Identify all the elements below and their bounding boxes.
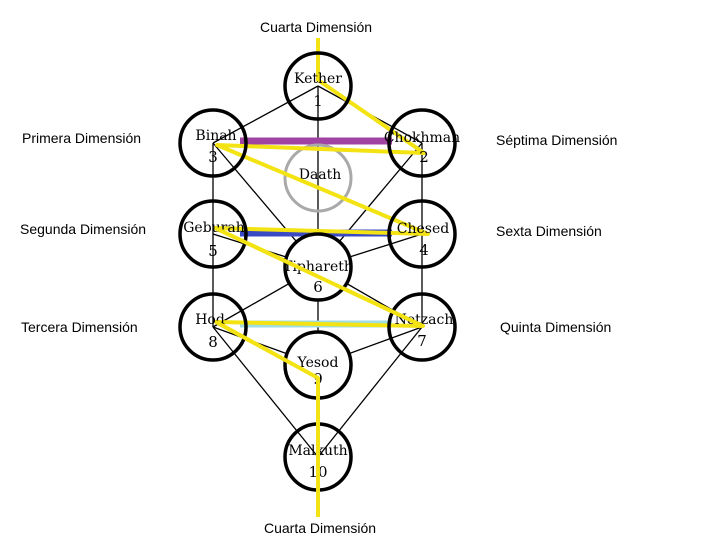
node-name: Tiphareth: [283, 259, 353, 275]
node-netzach: Netzach 7: [387, 292, 457, 362]
node-geburah: Geburah 5: [178, 199, 248, 269]
node-name: Netzach: [395, 312, 454, 328]
node-circle: [178, 292, 248, 362]
node-chesed: Chesed 4: [387, 199, 457, 269]
node-number: 8: [208, 333, 218, 351]
node-name: Geburah: [183, 220, 245, 236]
node-name: Binah: [195, 128, 236, 144]
label-tercera: Tercera Dimensión: [21, 319, 138, 335]
node-chokhmah: Chokhmah 2: [384, 108, 460, 178]
node-binah: Binah 3: [178, 108, 248, 178]
node-number: 7: [417, 332, 427, 350]
node-name: Kether: [294, 71, 342, 87]
label-primera: Primera Dimensión: [22, 130, 141, 146]
node-circle: [387, 199, 457, 269]
node-name: Chesed: [397, 221, 449, 237]
node-kether: Kether 1: [283, 51, 353, 121]
yellow-lightning-overlay: [215, 320, 320, 517]
label-top: Cuarta Dimensión: [260, 19, 372, 35]
node-number: 5: [208, 242, 218, 260]
path-kether-binah: [212, 85, 319, 144]
label-sexta: Sexta Dimensión: [496, 223, 602, 239]
label-bottom: Cuarta Dimensión: [264, 520, 376, 536]
path-hod-malkuth: [212, 326, 319, 458]
node-circle: [283, 51, 353, 121]
yellow-lightning-overlay-upper: [214, 226, 424, 328]
node-circle: [178, 199, 248, 269]
node-number: 3: [208, 148, 218, 166]
path-netzach-malkuth: [317, 326, 423, 458]
node-name: Yesod: [297, 355, 339, 371]
node-name: Chokhmah: [384, 130, 460, 146]
node-circle: [178, 108, 248, 178]
daath-label: Daath: [299, 167, 342, 183]
node-number: 6: [313, 278, 323, 296]
node-circle: [387, 108, 457, 178]
daath-node: [283, 143, 353, 213]
node-number: 2: [419, 148, 429, 166]
node-number: 4: [419, 241, 429, 259]
node-number: 1: [313, 92, 323, 110]
label-segunda: Segunda Dimensión: [20, 221, 146, 237]
node-circle: [387, 292, 457, 362]
label-quinta: Quinta Dimensión: [500, 319, 611, 335]
label-septima: Séptima Dimensión: [496, 132, 617, 148]
